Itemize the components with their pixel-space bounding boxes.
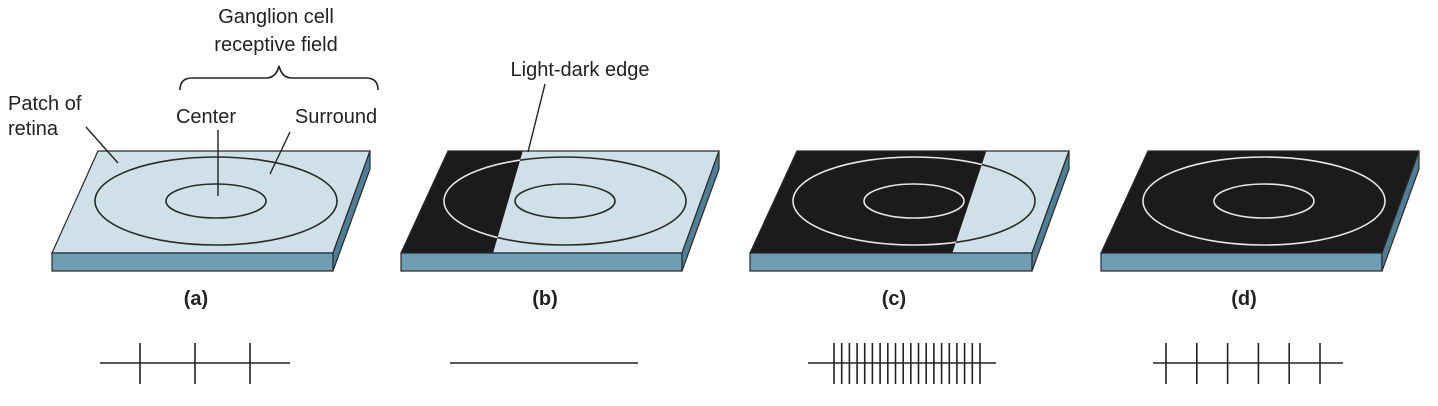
surround-ring-c-on-dark — [792, 156, 990, 246]
receptive-field-brace — [179, 65, 379, 91]
retina-slab-b — [400, 150, 720, 272]
center-ring-c — [863, 183, 965, 219]
retina-slab-a — [51, 150, 371, 272]
slab-front-a — [51, 252, 334, 272]
patch-label-line2: retina — [8, 118, 59, 140]
patch-pointer — [85, 126, 119, 164]
slab-side-a — [332, 150, 371, 272]
surround-label: Surround — [295, 106, 377, 128]
retina-slab-d — [1100, 150, 1420, 272]
center-ring-b — [514, 183, 616, 219]
ganglion-label-line2: receptive field — [214, 34, 337, 56]
spike-group-c — [833, 343, 981, 384]
panel-letter-d: (d) — [1231, 288, 1257, 310]
slab-front-b — [400, 252, 683, 272]
edge-pointer — [527, 83, 546, 153]
slab-front-d — [1100, 252, 1383, 272]
patch-label-line1: Patch of — [8, 93, 82, 115]
panel-letter-c: (c) — [882, 288, 906, 310]
surround-pointer — [269, 131, 291, 175]
panel-b: (b) — [400, 150, 720, 310]
center-label: Center — [176, 106, 236, 128]
slab-side-d — [1381, 150, 1420, 272]
annotations: Ganglion cell receptive field Patch of r… — [8, 6, 649, 196]
panel-letter-a: (a) — [184, 288, 208, 310]
slab-side-b — [681, 150, 720, 272]
dark-region-c — [750, 151, 990, 253]
spike-group-d — [1165, 343, 1321, 384]
slab-top-a — [51, 150, 371, 254]
slab-front-c — [749, 252, 1033, 272]
slab-top-d — [1100, 150, 1420, 254]
panel-a: (a) — [51, 150, 371, 310]
center-ring-d — [1213, 183, 1315, 219]
surround-ring-a — [94, 156, 338, 246]
surround-ring-b-on-dark — [443, 156, 526, 246]
ganglion-label-line1: Ganglion cell — [218, 6, 334, 28]
panel-letter-b: (b) — [532, 288, 558, 310]
panel-c: (c) — [749, 150, 1070, 310]
panel-d: (d) — [1100, 150, 1420, 310]
retina-slab-c — [749, 150, 1070, 272]
center-ring-a — [165, 183, 267, 219]
spike-group-a — [139, 343, 251, 384]
slab-side-c — [1031, 150, 1070, 272]
spike-trains — [100, 343, 1343, 384]
surround-ring-d — [1142, 156, 1386, 246]
edge-label: Light-dark edge — [511, 59, 650, 81]
